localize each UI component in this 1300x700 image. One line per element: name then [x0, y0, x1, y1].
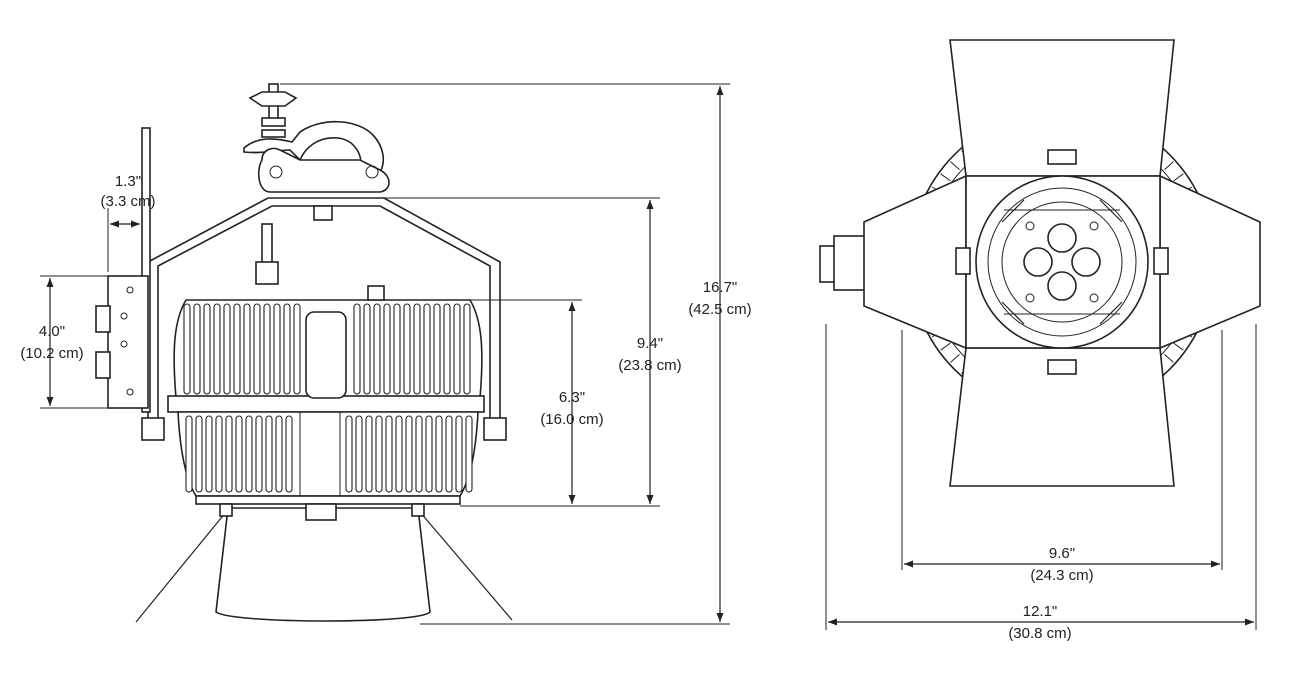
heatsink-fin — [195, 415, 203, 493]
heatsink-fin — [385, 415, 393, 493]
ring-fin — [1173, 173, 1184, 182]
heatsink-fin — [203, 303, 211, 395]
ring-fin — [1164, 161, 1174, 171]
mounting-bracket — [95, 127, 151, 413]
heatsink-fin — [463, 303, 471, 395]
heatsink-fin — [275, 415, 283, 493]
heatsink-fin — [233, 303, 241, 395]
heatsink-fin — [375, 415, 383, 493]
heatsink-fin — [283, 303, 291, 395]
ring-fin — [940, 342, 951, 351]
heatsink-fin — [403, 303, 411, 395]
heatsink-fin — [425, 415, 433, 493]
overall-width-inch-label: 12.1" — [1023, 603, 1058, 620]
heatsink-fin — [245, 415, 253, 493]
front-view: 9.6" (24.3 cm) 12.1" (30.8 cm) — [819, 39, 1261, 642]
body-width-cm-label: (24.3 cm) — [1030, 567, 1093, 584]
ring-fin — [950, 353, 960, 363]
heatsink-fin — [273, 303, 281, 395]
ring-fin — [1173, 342, 1184, 351]
heatsink-fin — [445, 415, 453, 493]
heatsink-fin — [213, 303, 221, 395]
heatsink-fin — [205, 415, 213, 493]
heatsink-fin — [393, 303, 401, 395]
front-dimension-lines — [825, 324, 1257, 630]
overall-width-cm-label: (30.8 cm) — [1008, 625, 1071, 642]
heatsink-fin — [285, 415, 293, 493]
bracket-height-cm-label: (10.2 cm) — [20, 345, 83, 362]
heatsink-fin — [215, 415, 223, 493]
heatsink-body — [167, 285, 485, 505]
heatsink-fin — [235, 415, 243, 493]
heatsink-fin — [345, 415, 353, 493]
bracket-offset-inch-label: 1.3" — [115, 173, 141, 190]
heatsink-fin — [255, 415, 263, 493]
heatsink-fins-lower — [185, 415, 473, 493]
heatsink-fin — [185, 415, 193, 493]
heatsink-fin — [373, 303, 381, 395]
barn-doors-side — [135, 503, 513, 623]
heatsink-fin — [465, 415, 473, 493]
heatsink-fin — [353, 303, 361, 395]
barn-doors-front — [863, 39, 1261, 487]
heatsink-fin — [453, 303, 461, 395]
overall-height-cm-label: (42.5 cm) — [688, 301, 751, 318]
body-height-inch-label: 6.3" — [559, 389, 585, 406]
body-width-inch-label: 9.6" — [1049, 545, 1075, 562]
heatsink-fin — [253, 303, 261, 395]
yoke-height-cm-label: (23.8 cm) — [618, 357, 681, 374]
clamp — [243, 83, 390, 193]
heatsink-fin — [183, 303, 191, 395]
heatsink-fin — [383, 303, 391, 395]
heatsink-fin — [443, 303, 451, 395]
heatsink-fin — [365, 415, 373, 493]
body-height-cm-label: (16.0 cm) — [540, 411, 603, 428]
lens-assembly — [955, 149, 1169, 375]
heatsink-fin — [413, 303, 421, 395]
heatsink-fin — [455, 415, 463, 493]
heatsink-fin — [265, 415, 273, 493]
heatsink-fin — [355, 415, 363, 493]
yoke-height-inch-label: 9.4" — [637, 335, 663, 352]
heatsink-fin — [243, 303, 251, 395]
heatsink-fin — [435, 415, 443, 493]
heatsink-fin — [395, 415, 403, 493]
heatsink-fin — [225, 415, 233, 493]
heatsink-fin — [293, 303, 301, 395]
heatsink-fin — [223, 303, 231, 395]
overall-height-inch-label: 16.7" — [703, 279, 738, 296]
bracket-offset-cm-label: (3.3 cm) — [100, 193, 155, 210]
heatsink-fins-upper — [183, 303, 471, 395]
heatsink-fin — [433, 303, 441, 395]
heatsink-fin — [415, 415, 423, 493]
ring-fin — [1164, 353, 1174, 363]
ring-fin — [940, 173, 951, 182]
heatsink-fin — [423, 303, 431, 395]
heatsink-fin — [363, 303, 371, 395]
heatsink-fin — [263, 303, 271, 395]
heatsink-fin — [193, 303, 201, 395]
side-view: 1.3" (3.3 cm) 4.0" (10.2 cm) 6.3" (16.0 … — [20, 83, 752, 625]
heatsink-fin — [405, 415, 413, 493]
side-dimension-lines — [40, 83, 730, 625]
bracket-height-inch-label: 4.0" — [39, 323, 65, 340]
ring-fin — [950, 161, 960, 171]
